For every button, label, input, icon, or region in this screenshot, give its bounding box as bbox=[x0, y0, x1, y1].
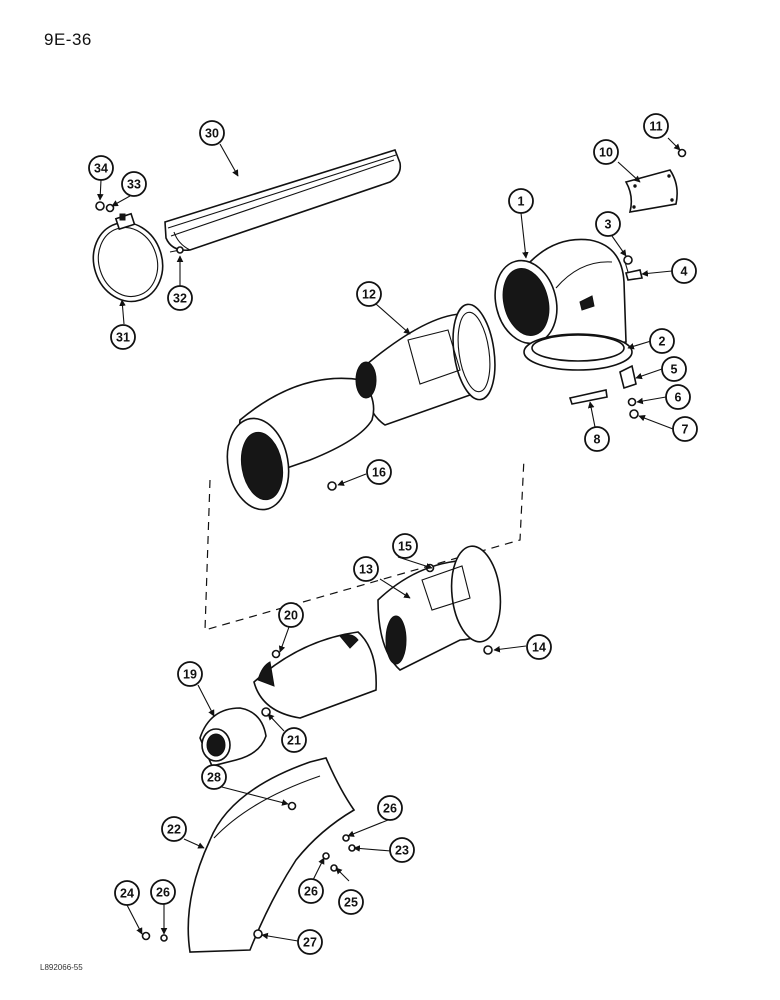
callout-7: 7 bbox=[672, 416, 698, 442]
lower-tube bbox=[377, 545, 502, 671]
callout-6: 6 bbox=[665, 384, 691, 410]
bolt-14 bbox=[483, 645, 493, 655]
callout-34: 34 bbox=[88, 155, 114, 181]
elbow bbox=[494, 238, 633, 371]
callout-22: 22 bbox=[161, 816, 187, 842]
svg-text:6: 6 bbox=[675, 391, 682, 405]
strip-8 bbox=[568, 389, 608, 405]
svg-text:20: 20 bbox=[284, 609, 298, 623]
bolt-3 bbox=[623, 255, 633, 273]
deflector-cap bbox=[199, 707, 267, 767]
nut-11 bbox=[677, 148, 687, 158]
callout-4: 4 bbox=[671, 258, 697, 284]
svg-text:27: 27 bbox=[303, 936, 317, 950]
callout-31: 31 bbox=[110, 324, 136, 350]
callout-32: 32 bbox=[167, 285, 193, 311]
spout-shell bbox=[253, 631, 377, 719]
callout-23: 23 bbox=[389, 837, 415, 863]
dashed-boundary bbox=[204, 457, 525, 631]
plate-5 bbox=[619, 364, 637, 390]
svg-text:12: 12 bbox=[362, 288, 376, 302]
svg-text:8: 8 bbox=[594, 433, 601, 447]
callout-24: 24 bbox=[114, 880, 140, 906]
chute bbox=[187, 757, 356, 953]
callout-33: 33 bbox=[121, 171, 147, 197]
callout-8: 8 bbox=[584, 426, 610, 452]
clamp-band bbox=[92, 212, 164, 303]
svg-text:21: 21 bbox=[287, 734, 301, 748]
svg-text:2: 2 bbox=[659, 335, 666, 349]
callout-26b: 26 bbox=[150, 879, 176, 905]
callout-14: 14 bbox=[526, 634, 552, 660]
nut-33-34 bbox=[95, 201, 115, 213]
svg-text:13: 13 bbox=[359, 563, 373, 577]
callout-21: 21 bbox=[281, 727, 307, 753]
svg-text:15: 15 bbox=[398, 540, 412, 554]
callout-10: 10 bbox=[593, 139, 619, 165]
bolt-16 bbox=[327, 481, 337, 491]
callout-3: 3 bbox=[595, 211, 621, 237]
callout-11: 11 bbox=[643, 113, 669, 139]
svg-text:34: 34 bbox=[94, 162, 108, 176]
callout-2: 2 bbox=[649, 328, 675, 354]
bolt-20 bbox=[271, 649, 281, 659]
callout-25: 25 bbox=[338, 889, 364, 915]
svg-text:26: 26 bbox=[156, 886, 170, 900]
svg-text:1: 1 bbox=[518, 195, 525, 209]
callout-16: 16 bbox=[366, 459, 392, 485]
svg-text:7: 7 bbox=[682, 423, 689, 437]
svg-text:33: 33 bbox=[127, 178, 141, 192]
callout-26c: 26 bbox=[298, 878, 324, 904]
svg-text:25: 25 bbox=[344, 896, 358, 910]
svg-text:11: 11 bbox=[649, 120, 662, 134]
callout-15: 15 bbox=[392, 533, 418, 559]
leader-lines bbox=[97, 137, 681, 942]
callout-20: 20 bbox=[278, 602, 304, 628]
bolt-15 bbox=[425, 563, 435, 573]
svg-text:22: 22 bbox=[167, 823, 181, 837]
callout-19: 19 bbox=[177, 661, 203, 687]
page-label: 9E-36 bbox=[44, 30, 92, 49]
upper-tube bbox=[226, 303, 496, 511]
bolt-32 bbox=[169, 246, 184, 254]
washer-6 bbox=[627, 397, 637, 407]
svg-text:16: 16 bbox=[372, 466, 386, 480]
nut-7 bbox=[629, 409, 639, 419]
callout-13: 13 bbox=[353, 556, 379, 582]
callout-1: 1 bbox=[508, 188, 534, 214]
fasteners-23-28 bbox=[141, 801, 356, 942]
svg-text:26: 26 bbox=[304, 885, 318, 899]
svg-text:26: 26 bbox=[383, 802, 397, 816]
svg-text:10: 10 bbox=[599, 146, 613, 160]
clip-4 bbox=[624, 269, 643, 281]
svg-text:24: 24 bbox=[120, 887, 134, 901]
svg-text:32: 32 bbox=[173, 292, 187, 306]
svg-text:31: 31 bbox=[116, 331, 130, 345]
trough-shield bbox=[164, 149, 402, 252]
svg-text:4: 4 bbox=[681, 265, 688, 279]
callout-30: 30 bbox=[199, 120, 225, 146]
callout-12: 12 bbox=[356, 281, 382, 307]
figure-id: L892066-55 bbox=[40, 963, 83, 972]
callout-27: 27 bbox=[297, 929, 323, 955]
svg-text:3: 3 bbox=[605, 218, 612, 232]
svg-text:5: 5 bbox=[671, 363, 678, 377]
svg-text:28: 28 bbox=[207, 771, 221, 785]
svg-text:19: 19 bbox=[183, 668, 197, 682]
svg-text:30: 30 bbox=[205, 127, 219, 141]
svg-text:14: 14 bbox=[532, 641, 546, 655]
callout-26a: 26 bbox=[377, 795, 403, 821]
svg-text:23: 23 bbox=[395, 844, 409, 858]
callout-28: 28 bbox=[201, 764, 227, 790]
callout-5: 5 bbox=[661, 356, 687, 382]
